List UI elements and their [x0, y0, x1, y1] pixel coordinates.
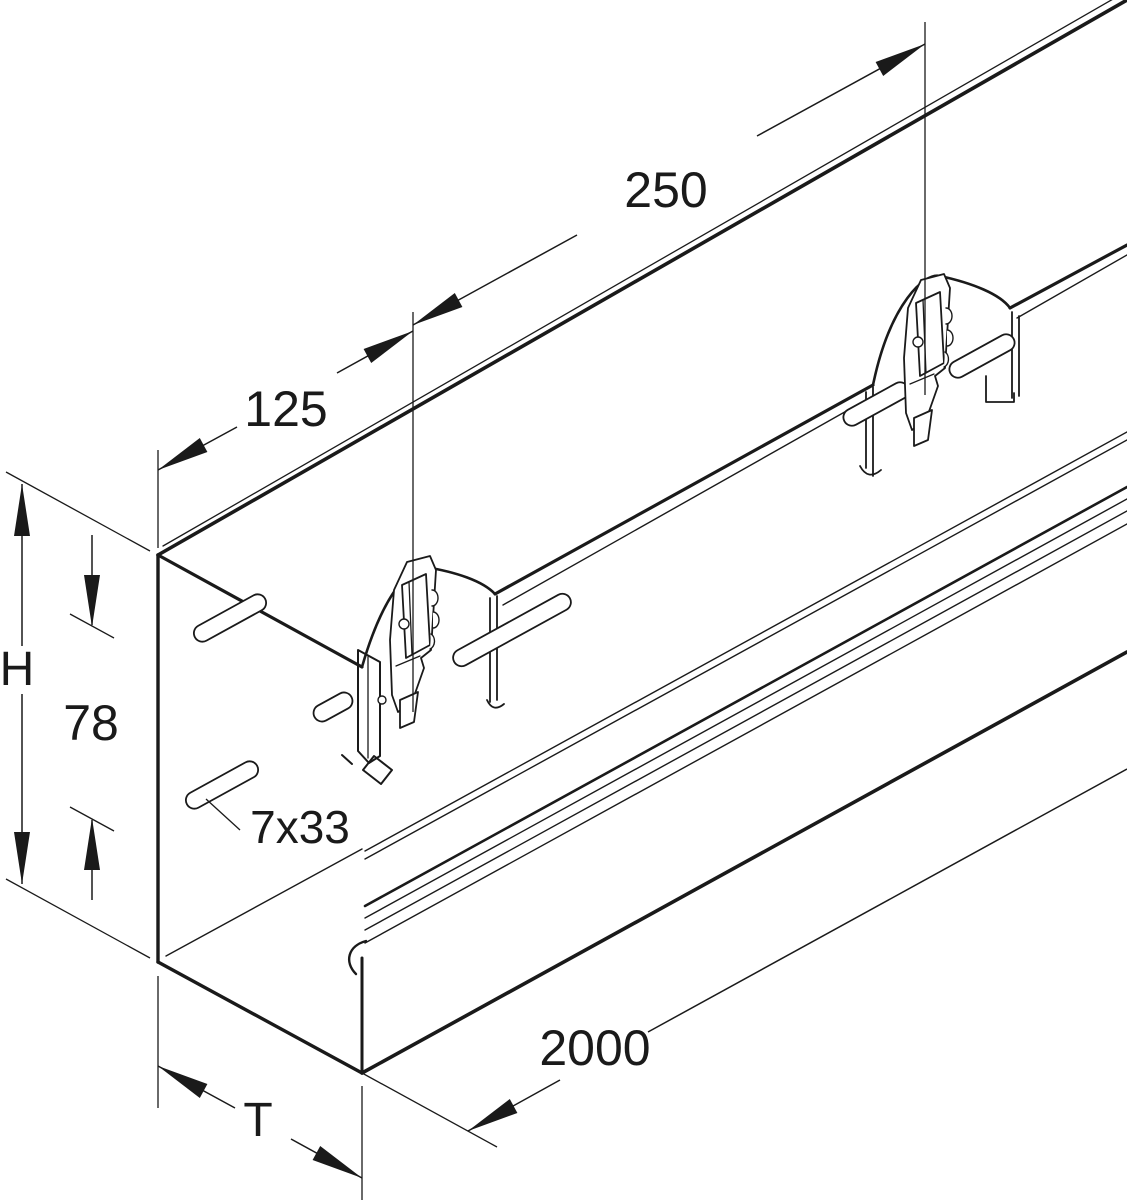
- cover-clip-right: [903, 273, 954, 447]
- dimension-H: [5, 471, 151, 959]
- slot-size-leader-line: [205, 798, 241, 831]
- dimension-T: [157, 976, 363, 1200]
- dim-label-7x33: 7x33: [250, 801, 350, 853]
- dim-label-H: H: [0, 643, 34, 696]
- slot-near-partial: [312, 691, 354, 723]
- far-wall-top-edge: [156, 0, 1127, 557]
- slot-far-lower-left: [184, 760, 260, 810]
- dimension-2000: [361, 768, 1127, 1148]
- dimension-125: [157, 330, 414, 548]
- dim-label-125: 125: [244, 381, 327, 437]
- dim-label-T: T: [243, 1094, 272, 1147]
- dimension-250: [412, 22, 926, 712]
- duct-body: [156, 0, 1127, 1075]
- dim-label-250: 250: [624, 162, 707, 218]
- dim-label-2000: 2000: [539, 1020, 650, 1076]
- slot-near-center: [452, 592, 572, 668]
- near-wall-top-edge: [493, 243, 1127, 606]
- cover-clip-left: [389, 555, 440, 729]
- mounting-slots: [184, 333, 1016, 810]
- lip-fold-left-end: [341, 649, 393, 785]
- slot-near-right-2: [948, 333, 1016, 379]
- dimension-labels: 250 125 H 78 7x33 2000 T: [0, 162, 708, 1147]
- side-wall-bead: [347, 431, 1127, 976]
- lip-fold-cutout-right-right-edge: [985, 311, 1020, 403]
- dim-label-78: 78: [63, 695, 119, 751]
- slot-far-upper-left: [192, 593, 268, 643]
- dimension-annotations: [5, 22, 1127, 1200]
- bottom-front-edge: [360, 650, 1127, 1075]
- dimension-78: [69, 535, 115, 900]
- slot-near-right-1: [842, 381, 910, 427]
